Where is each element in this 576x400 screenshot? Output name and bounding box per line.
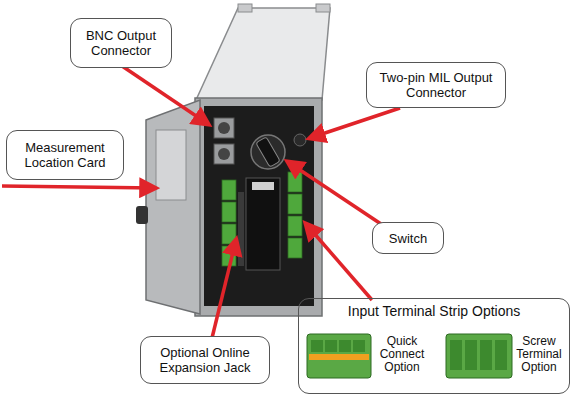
callout-box: Optional Online Expansion Jack xyxy=(140,336,270,384)
lid-tab xyxy=(238,4,252,12)
option-label: Quick Connect Option xyxy=(371,335,433,374)
option-label: Screw Terminal Option xyxy=(511,335,567,374)
circuit-board xyxy=(246,178,280,270)
callout-box: Two-pin MIL Output Connector xyxy=(366,62,506,108)
callout-box: BNC Output Connector xyxy=(70,18,172,68)
screw-terminal xyxy=(446,334,512,378)
door-latch xyxy=(136,206,148,224)
enclosure-body xyxy=(195,98,322,316)
enclosure-lid xyxy=(196,8,330,100)
enclosure-door xyxy=(146,100,200,314)
rotary-switch xyxy=(251,135,285,169)
callout-label: Switch xyxy=(389,231,427,246)
quick-connect-terminal xyxy=(307,334,371,378)
callout-box: Switch xyxy=(372,222,444,254)
callout-label: Two-pin MIL Output Connector xyxy=(373,70,499,100)
lid-tab xyxy=(316,4,330,12)
bnc-connector xyxy=(214,118,234,138)
card-holder xyxy=(156,130,186,200)
bnc-connector xyxy=(214,144,234,164)
callout-label: BNC Output Connector xyxy=(77,28,165,58)
callout-box: Measurement Location Card xyxy=(6,130,124,180)
options-panel: Input Terminal Strip OptionsQuick Connec… xyxy=(298,298,570,394)
panel-heading: Input Terminal Strip Options xyxy=(299,304,569,319)
enclosure-interior xyxy=(204,106,314,306)
mil-connector xyxy=(294,134,306,146)
callout-label: Optional Online Expansion Jack xyxy=(147,345,263,375)
callout-label: Measurement Location Card xyxy=(13,140,117,170)
